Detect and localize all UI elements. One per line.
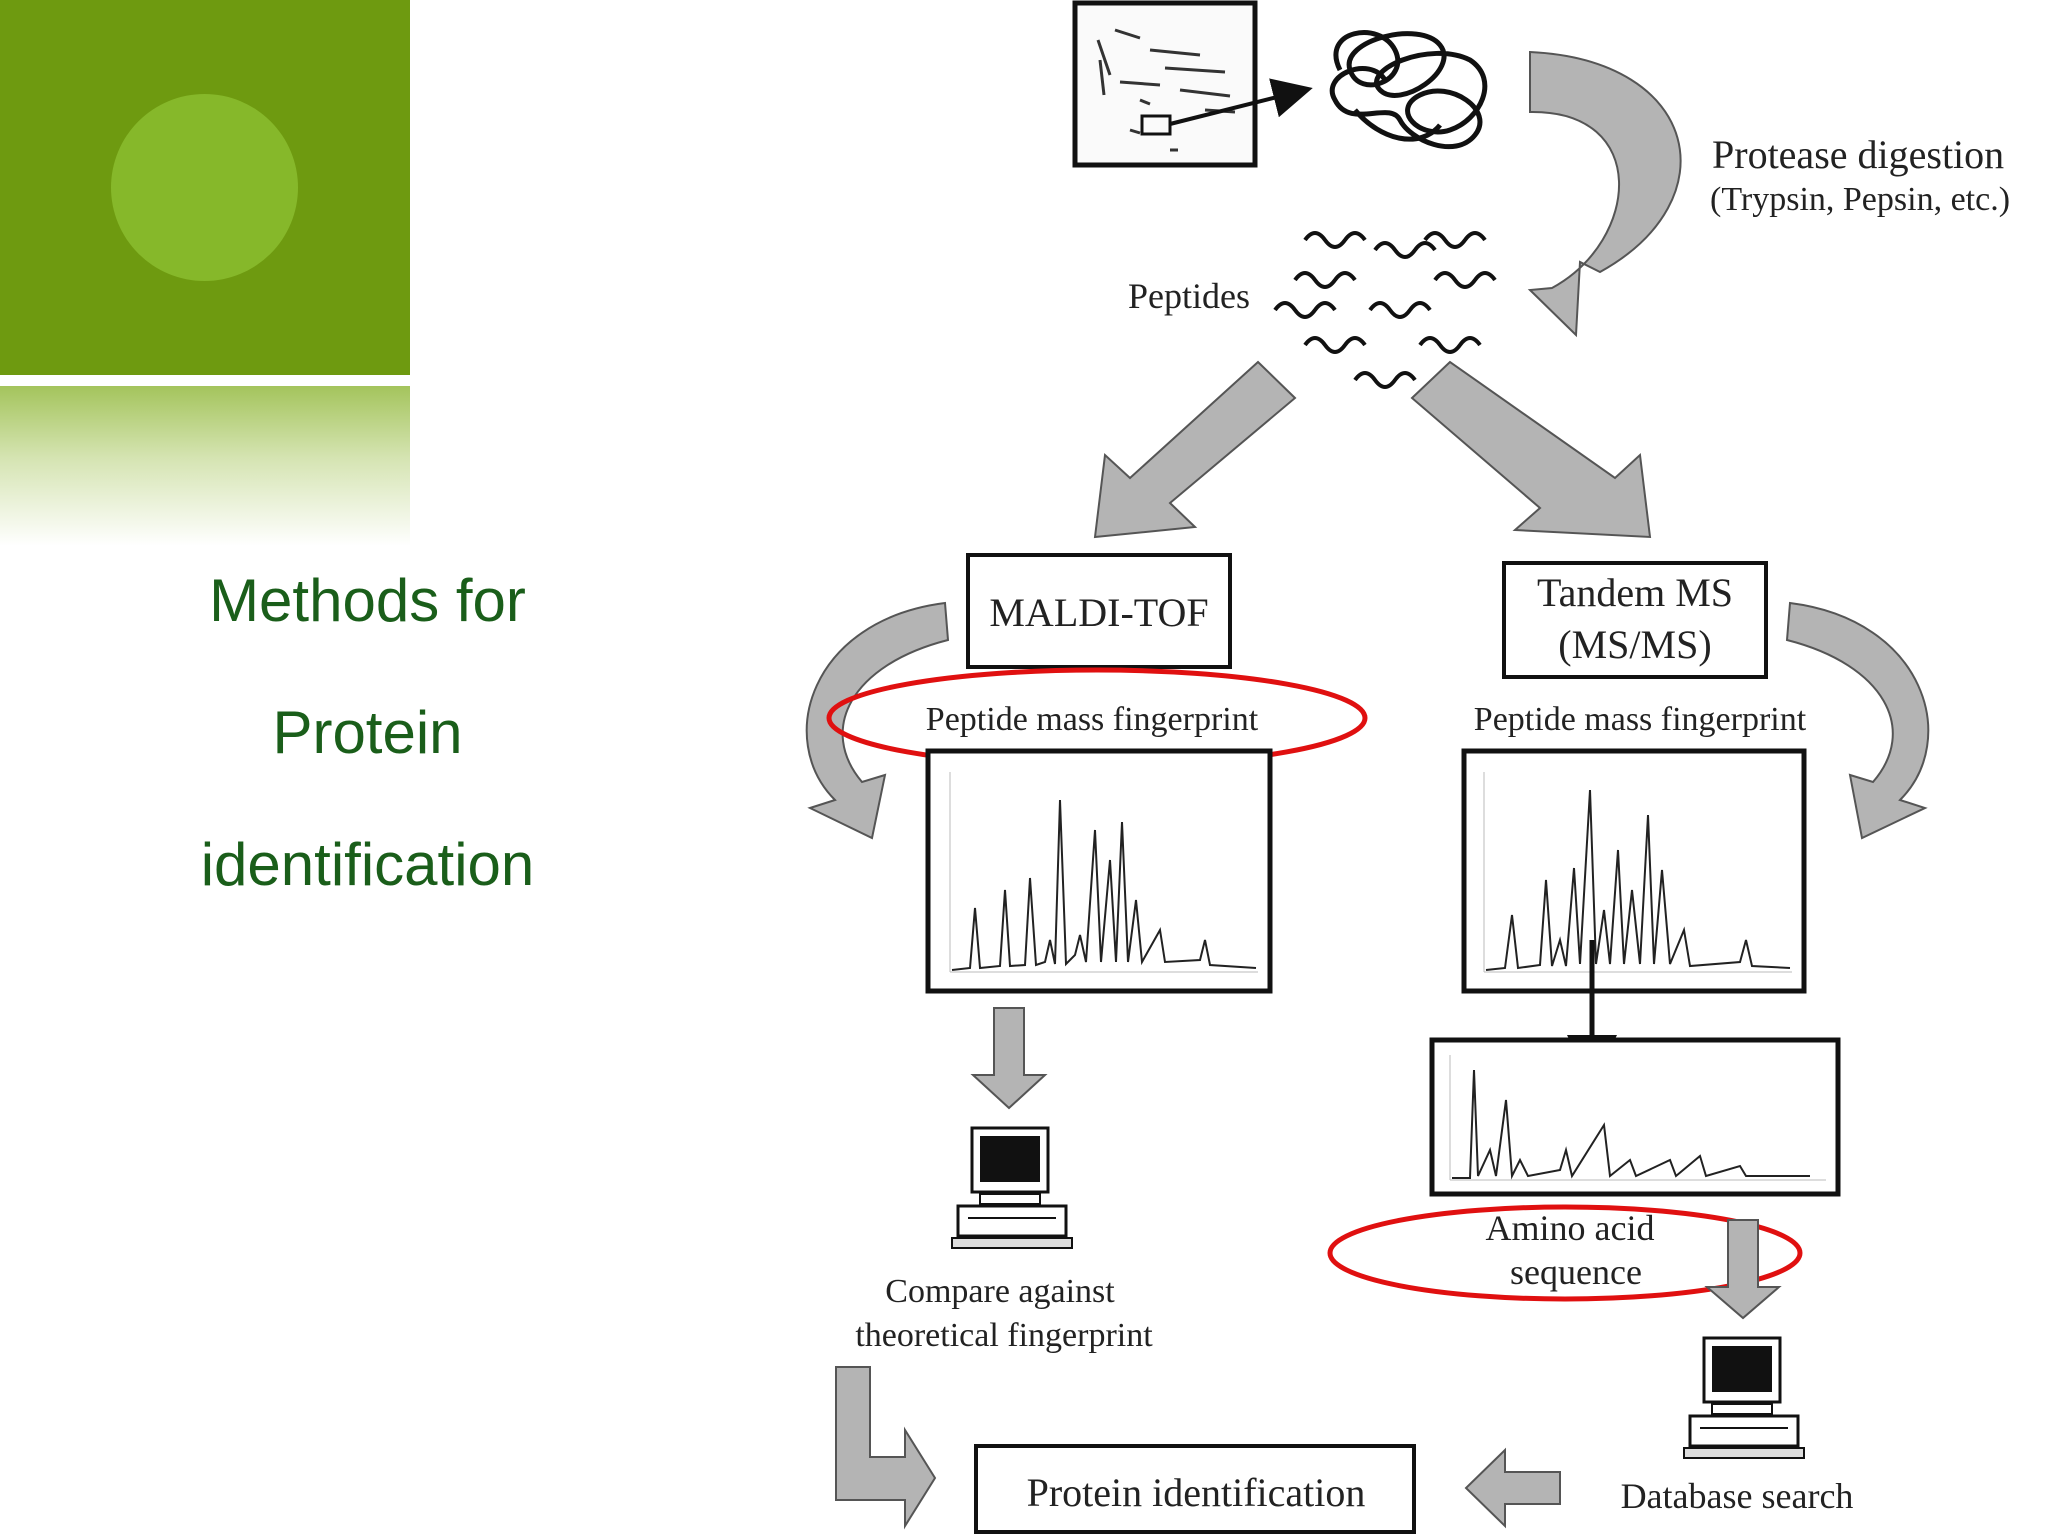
arrow-to-tandem (1410, 360, 1652, 539)
arrow-elbow-to-result (835, 1366, 937, 1530)
spectrum-left (925, 748, 1273, 994)
spectrum-right (1461, 748, 1807, 1085)
gel-image (1072, 0, 1313, 168)
arrow-down-right (1704, 1219, 1782, 1320)
slide-title-line-1: Methods for (209, 567, 526, 634)
right-side-curved-arrow (1785, 601, 1930, 840)
arrow-from-database (1464, 1447, 1561, 1529)
maldi-tof-box (966, 553, 1232, 669)
green-gradient-band (0, 386, 410, 546)
arrow-to-maldi (1093, 360, 1297, 539)
arrow-down-left (970, 1007, 1048, 1110)
pmf-left-label: Peptide mass fingerprint (926, 701, 1259, 738)
left-side-curved-arrow (805, 601, 950, 840)
protease-examples-label: (Trypsin, Pepsin, etc.) (1710, 181, 2010, 218)
protein-identification-box (974, 1444, 1416, 1534)
pmf-right-label: Peptide mass fingerprint (1474, 701, 1807, 738)
highlight-ellipse-amino (1327, 1204, 1803, 1302)
msms-spectrum (1429, 1037, 1841, 1197)
digestion-curved-arrow (1527, 50, 1682, 338)
computer-icon-left (951, 1126, 1073, 1249)
database-search-label: Database search (1621, 1476, 1854, 1516)
maldi-tof-label: MALDI-TOF (989, 590, 1208, 635)
peptides-label: Peptides (1128, 276, 1250, 316)
slide-title-line-2: Protein (272, 699, 463, 766)
slide-title-line-3: identification (200, 831, 535, 898)
theoretical-fingerprint-label: theoretical fingerprint (855, 1317, 1153, 1354)
tandem-ms-label: Tandem MS (1537, 570, 1733, 615)
computer-icon-right (1683, 1336, 1805, 1459)
sequence-label: sequence (1510, 1252, 1642, 1292)
amino-acid-label: Amino acid (1486, 1208, 1655, 1248)
green-circle-decoration (111, 94, 298, 281)
protein-scribble (1329, 30, 1488, 150)
protein-identification-label: Protein identification (1027, 1470, 1366, 1515)
tandem-ms-box (1502, 561, 1768, 679)
tandem-msms-label: (MS/MS) (1558, 622, 1711, 667)
protease-digestion-label: Protease digestion (1712, 132, 2004, 177)
compare-against-label: Compare against (885, 1273, 1115, 1310)
peptide-fragments (1273, 231, 1497, 389)
